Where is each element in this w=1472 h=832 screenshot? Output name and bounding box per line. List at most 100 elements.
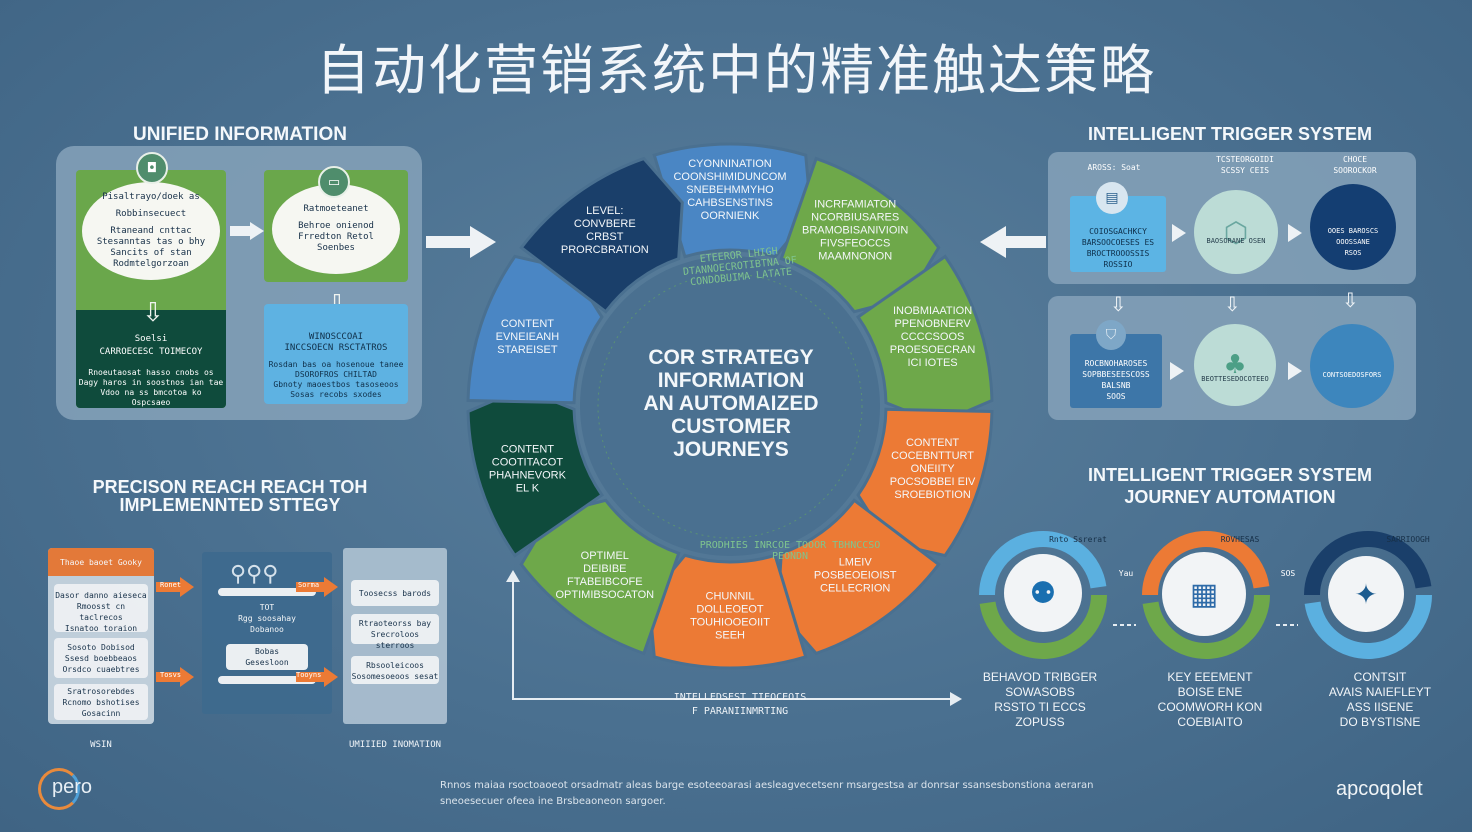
unified-information-heading: UNIFIED INFORMATION (133, 124, 347, 145)
node-line: COEBIAITO (1177, 715, 1243, 729)
strategy-col-1: Thaoe baoet Gooky Dasor danno aieseca Rm… (48, 548, 154, 724)
oval-line: Stesanntas tas o bhy (96, 237, 206, 247)
box-line: WINOSCCOAI (308, 332, 364, 342)
plant-icon: ♣ (1194, 324, 1276, 406)
trigger-box-line: SOPBBESEESCOSS (1082, 370, 1150, 379)
trigger-box-line: COIOSGACHKCY (1089, 227, 1147, 236)
core-strategy-text: COR STRATEGY INFORMATION AN AUTOMAIZED C… (618, 346, 844, 461)
journey-ring-arc (1142, 531, 1270, 596)
ring-segment (647, 553, 808, 670)
card-footer-line: Vdoo na ss bmcotoa ko (100, 388, 202, 397)
orange-arrow-head-icon (180, 577, 194, 597)
strategy-item-text: Sratrosorebdes Rcnomo bshotises Gosacinn (62, 687, 140, 718)
strategy-col-2: ⚲⚲⚲ TOT Rgg soosahay Dobanoo Bobas Geses… (202, 552, 332, 714)
right-arrow-icon (1288, 224, 1302, 242)
ring-label: SARRIOOGH (1386, 535, 1430, 544)
trigger-header: TCSTEORGOIDI SCSSY CEIS (1216, 155, 1274, 175)
info-card-1-oval: Pisaltrayo/doek as Robbinsecuect Rtanean… (82, 182, 220, 280)
card-footer-line: Gbnoty maoestbos tasoseoos (273, 380, 399, 389)
info-card-1: Pisaltrayo/doek as Robbinsecuect Rtanean… (76, 170, 226, 408)
card-sub-label: CARROECESC TOIMECOY (99, 347, 203, 357)
info-card-2-oval: Ratmoeteanet Behroe onienod Frredton Ret… (272, 184, 400, 274)
box-line: INCCSOECN RSCTATROS (284, 343, 388, 353)
cube-icon: ⬡ (1194, 190, 1278, 274)
strategy-item-text: TOT Rgg soosahay Dobanoo (238, 603, 296, 634)
journey-ring-arc (1304, 531, 1432, 596)
core-line: JOURNEYS (673, 438, 789, 461)
database-icon: ▤ (1096, 182, 1128, 214)
strategy-item-text: Sosoto Dobisod Ssesd boebbeaos Orsdco cu… (62, 643, 140, 674)
node-line: ZOPUSS (1015, 715, 1065, 729)
strategy-item: Rtraoteorss bay Srecroloos sterroos (351, 614, 439, 650)
oval-line: Pisaltrayo/doek as (102, 192, 200, 202)
strategy-col-3: Toosecss barods Rtraoteorss bay Srecrolo… (343, 548, 447, 724)
ring-segment (776, 498, 941, 656)
card-footer-line: Rosdan bas oa hosenoue tanee (268, 360, 404, 369)
trigger-circle-text: CONTSOEDOSFORS (1322, 371, 1382, 379)
ring-center (580, 256, 880, 556)
strategy-item-text: Dasor danno aieseca Rmoosst cn taclrecos… (55, 591, 147, 633)
trigger-box-line: ROSSIO (1103, 260, 1133, 269)
right-arrow-icon (1288, 362, 1302, 380)
journey-ring-arc (979, 531, 1107, 596)
connector-line (512, 580, 514, 700)
node-line: BOISE ENE (1177, 685, 1243, 699)
arrow-label: Tooyns (296, 671, 322, 679)
journey-ring-arc (979, 594, 1107, 659)
page-title: 自动化营销系统中的精准触达策略 (316, 39, 1156, 102)
arrow-label: Tosvs (160, 671, 182, 679)
orange-arrow-head-icon (324, 667, 338, 687)
strategy-item: Bobas Gesesloon (226, 644, 308, 670)
flow-arrow-icon (1006, 236, 1046, 248)
trigger-box-line: SOOS (1106, 392, 1126, 401)
flow-arrow-head-icon (980, 226, 1006, 258)
oval-line: Behroe onienod (298, 221, 374, 231)
up-arrow-icon (506, 570, 520, 582)
orange-arrow-icon (156, 672, 182, 682)
card-footer-line: Rnoeutaosat hasso cnobs os (88, 368, 214, 377)
strategy-item: Dasor danno aieseca Rmoosst cn taclrecos… (54, 584, 148, 633)
down-arrow-icon: ⇩ (1224, 292, 1241, 316)
shield-icon: ⛉ (1096, 320, 1126, 350)
journey-node-3: CONTSIT AVAIS NAIEFLEYT ASS IISENE DO BY… (1310, 670, 1450, 730)
intelligent-trigger-heading: INTELLIGENT TRIGGER SYSTEM (1087, 124, 1372, 144)
core-line: COR STRATEGY (648, 346, 814, 369)
connector-label-2: F PARANIINMRTING (691, 706, 789, 717)
trigger-box-line: BARSOOCOESES ES (1081, 238, 1155, 247)
right-arrow-icon (1172, 224, 1186, 242)
footer-line-1: Rnnos maiaa rsoctoaoeot orsadmatr aleas … (440, 780, 1094, 791)
card-footer-line: Sosas recobs sxodes (290, 390, 382, 399)
journey-ring-arc (1304, 594, 1432, 659)
footer-line-2: sneoesecuer ofeea ine Brsbeaoneon sargoe… (440, 796, 666, 807)
orange-arrow-head-icon (180, 667, 194, 687)
strategy-item-text: Toosecss barods (358, 589, 432, 598)
dashboard-icon: ▦ (1162, 552, 1246, 636)
strategy-item: Sratrosorebdes Rcnomo bshotises Gosacinn (54, 684, 148, 720)
trigger-circle-text: BEOTTESEDOCOTEEO (1201, 375, 1269, 383)
card-footer-line: Dagy haros in soostnos ian tae (78, 378, 224, 387)
flow-label: SOS (1280, 569, 1296, 578)
truck-icon: ▭ (318, 166, 350, 198)
oval-line: Ratmoeteanet (303, 204, 369, 214)
journey-ring-arc (1142, 594, 1270, 659)
trigger-header: AROSS: Soat (1087, 163, 1141, 172)
ring-segment (652, 142, 813, 259)
card-footer-line: DSOROFROS CHILTAD (295, 370, 377, 379)
node-line: CONTSIT (1353, 670, 1407, 684)
people-icon: ⚲⚲⚲ (230, 562, 279, 587)
oval-line: Rodmtelgorzoan (113, 259, 189, 269)
trigger-header: CHOCE SOOROCKOR (1333, 155, 1377, 175)
card-sub-title: Soelsi (134, 334, 168, 344)
orange-arrow-icon (296, 582, 326, 592)
connector-line (512, 698, 952, 700)
strategy-item: Toosecss barods (351, 580, 439, 606)
ring-inner-text-bottom: PRODHIES INRCOE TOOOR TBHNCCSO PEONDN (699, 540, 881, 562)
node-line: RSSTO TI ECCS (994, 700, 1086, 714)
right-arrow-icon (950, 692, 962, 706)
node-line: SOWASOBS (1005, 685, 1075, 699)
ring-segment (856, 407, 994, 558)
journey-rings (979, 531, 1432, 659)
